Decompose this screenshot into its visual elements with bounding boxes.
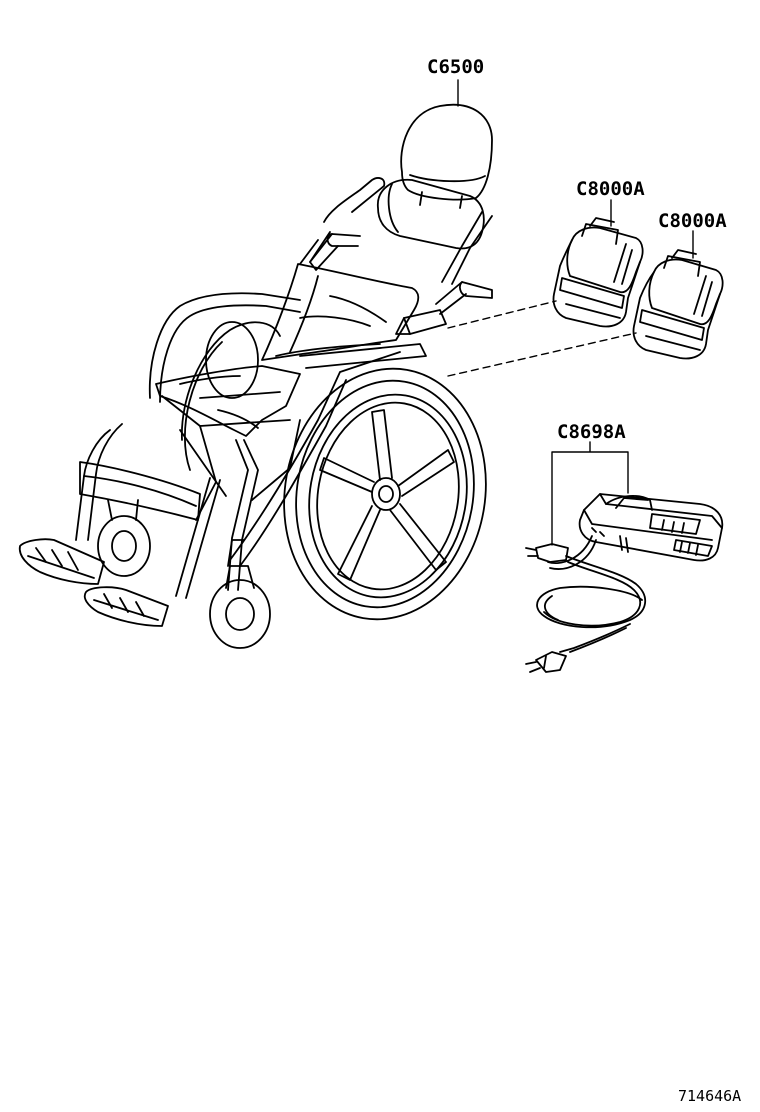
battery-pack-2	[634, 250, 723, 358]
dashed-mount-line-2	[448, 333, 636, 376]
power-cord	[526, 544, 645, 672]
illustration-number: 714646A	[678, 1087, 742, 1105]
callout-battery-1: C8000A	[576, 178, 645, 200]
dashed-mount-line-1	[448, 301, 556, 328]
leader-charger	[552, 442, 628, 545]
battery-pack-1	[554, 218, 643, 326]
callout-charger: C8698A	[557, 421, 626, 443]
wheelchair-frame	[20, 178, 492, 648]
headrest	[401, 105, 492, 208]
callout-headrest: C6500	[427, 56, 485, 78]
front-caster-wheel	[210, 580, 270, 648]
callout-battery-2: C8000A	[658, 210, 727, 232]
leader-lines	[448, 80, 693, 545]
rear-wheel	[230, 344, 505, 635]
battery-charger	[548, 494, 722, 569]
